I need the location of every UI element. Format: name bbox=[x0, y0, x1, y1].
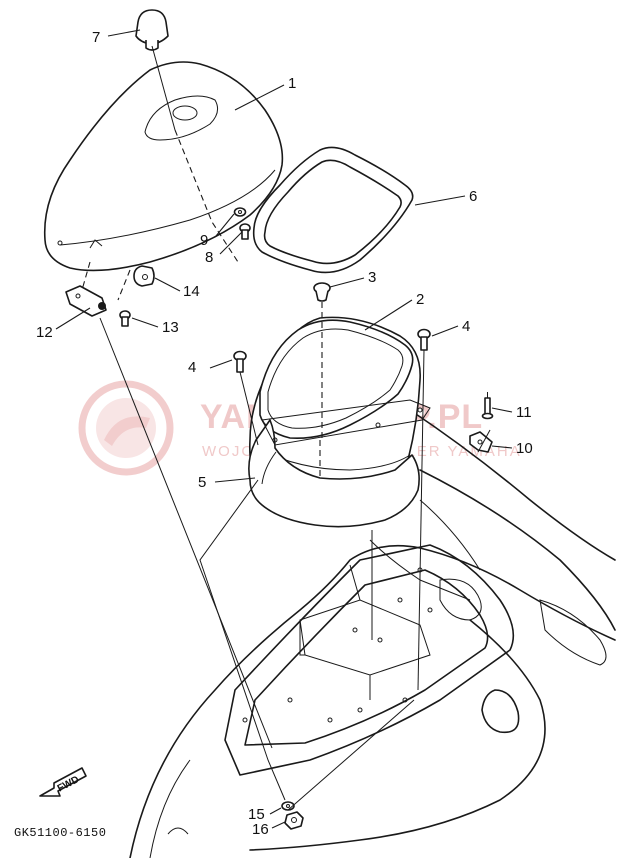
part-10-bracket bbox=[469, 431, 493, 453]
callout-2: 2 bbox=[416, 291, 424, 308]
leader-lines bbox=[55, 29, 513, 829]
part-1-front-cover bbox=[43, 61, 284, 272]
callout-7: 7 bbox=[92, 29, 100, 46]
part-11-rivet bbox=[481, 392, 494, 420]
part-6-gasket bbox=[252, 146, 414, 274]
fwd-label: FWD bbox=[56, 774, 81, 794]
recess-holes bbox=[242, 567, 433, 723]
part-12-hinge bbox=[65, 285, 107, 317]
part-7-cap bbox=[135, 9, 169, 51]
callout-6: 6 bbox=[469, 188, 477, 205]
part-9-washer bbox=[233, 207, 247, 217]
callout-14: 14 bbox=[183, 283, 200, 300]
assembly-guides bbox=[81, 45, 491, 811]
part-3-grommet bbox=[313, 282, 331, 302]
callout-4-left: 4 bbox=[188, 359, 196, 376]
callout-16: 16 bbox=[252, 821, 269, 838]
callout-10: 10 bbox=[516, 440, 533, 457]
part-8-screw bbox=[239, 223, 251, 240]
drawing-code: GK51100-6150 bbox=[14, 826, 106, 840]
part-14-clip bbox=[133, 265, 155, 287]
fwd-arrow: FWD bbox=[39, 767, 87, 797]
part-4-bolt-right bbox=[417, 328, 431, 351]
callout-15: 15 bbox=[248, 806, 265, 823]
bottom-mark bbox=[167, 827, 189, 835]
part-13-screw bbox=[119, 310, 131, 327]
callout-11: 11 bbox=[516, 404, 532, 421]
callout-4-right: 4 bbox=[462, 318, 470, 335]
callout-8: 8 bbox=[205, 249, 213, 266]
callout-1: 1 bbox=[288, 75, 296, 92]
part-4-bolt-left bbox=[233, 350, 247, 373]
hull-body bbox=[129, 409, 616, 858]
callout-3: 3 bbox=[368, 269, 376, 286]
part-5-tub-flange bbox=[248, 399, 431, 528]
part-16-nut bbox=[284, 811, 304, 830]
callout-12: 12 bbox=[36, 324, 53, 341]
callout-5: 5 bbox=[198, 474, 206, 491]
callout-9: 9 bbox=[200, 232, 208, 249]
callout-labels: 7 1 6 9 8 3 14 2 12 13 4 4 11 10 5 15 16 bbox=[36, 29, 533, 838]
callout-13: 13 bbox=[162, 319, 179, 336]
